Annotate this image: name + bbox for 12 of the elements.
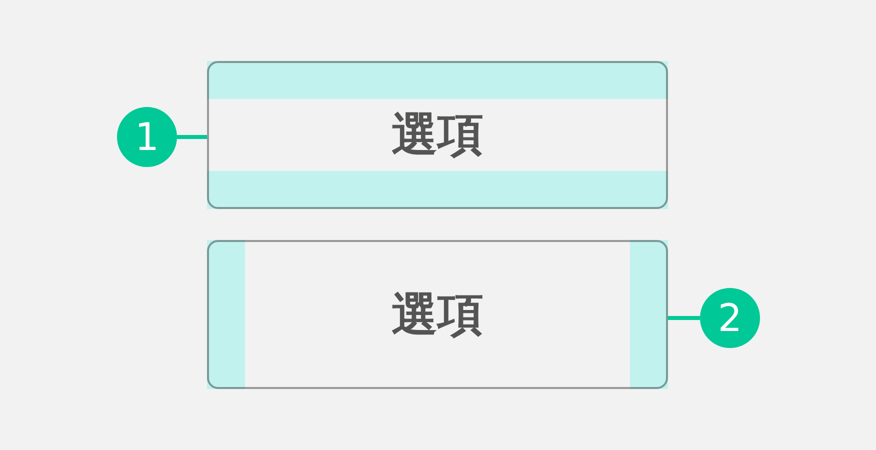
padding-band [630,240,668,389]
callout-number: 2 [700,288,760,348]
padding-band [207,171,668,209]
padding-band [207,240,245,389]
leader-line [177,135,207,139]
callout-number: 1 [117,107,177,167]
button-label: 選項 [392,290,484,337]
button-label: 選項 [392,111,484,158]
leader-line [668,316,700,320]
padding-band [207,61,668,99]
button-outline [207,240,668,389]
button-outline [207,61,668,209]
